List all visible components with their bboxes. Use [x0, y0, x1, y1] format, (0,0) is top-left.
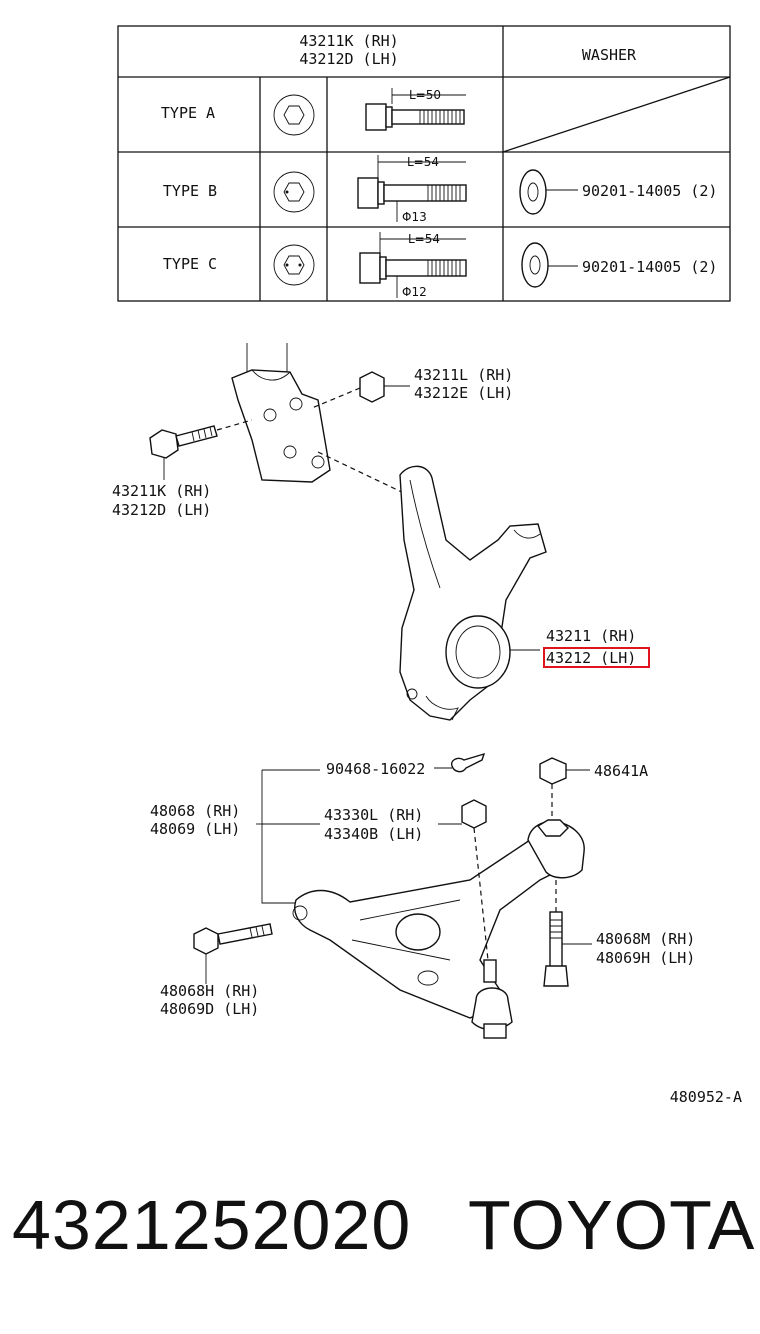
row-b-diameter: Φ13 [402, 210, 427, 224]
row-a-hex-head-icon [273, 94, 315, 136]
callout-knuckle-lh[interactable]: 43212 (LH) [546, 649, 636, 667]
callout-knuckle-rh: 43211 (RH) [546, 627, 636, 645]
row-a-length: L=50 [409, 88, 441, 102]
callout-front-bolt-rh: 48068H (RH) [160, 982, 259, 1000]
callout-nut-lh: 43212E (LH) [414, 384, 513, 402]
steering-knuckle-drawing [317, 451, 547, 721]
row-c-diameter: Φ12 [402, 285, 427, 299]
ball-joint-nut-drawing [438, 799, 489, 961]
callout-balljoint-rh: 43330L (RH) [324, 806, 423, 824]
callout-nut-rh: 43211L (RH) [414, 366, 513, 384]
nut-drawing [311, 371, 410, 409]
row-c-hex-head-icon [273, 244, 315, 286]
row-c-washer-part: 90201-14005 (2) [582, 258, 717, 276]
table-header-bolt-rh: 43211K (RH) [299, 32, 398, 50]
part-number: 4321252020 [12, 1186, 412, 1264]
brand-name: TOYOTA [468, 1186, 756, 1264]
ball-joint-drawing [471, 959, 513, 1039]
row-c-length: L=54 [408, 232, 440, 246]
callout-cotter-pin: 90468-16022 [326, 760, 425, 778]
rear-bolt-drawing [543, 880, 592, 987]
callout-arm-rh: 48068 (RH) [150, 802, 240, 820]
lower-arm-drawing [256, 769, 585, 1019]
row-b-hex-head-icon [273, 171, 315, 213]
bolt-type-table: 43211K (RH) 43212D (LH) WASHER TYPE A L=… [117, 25, 731, 302]
figure-code: 480952-A [670, 1088, 742, 1106]
row-a-type-label: TYPE A [161, 104, 215, 122]
washer-none-slash [502, 76, 731, 153]
bolt-drawing [149, 419, 253, 480]
callout-balljoint-lh: 43340B (LH) [324, 825, 423, 843]
table-header-washer: WASHER [582, 46, 637, 64]
highlight-box [543, 647, 650, 668]
strut-bracket-drawing [231, 343, 331, 483]
row-b-washer-icon [519, 169, 578, 215]
row-c-type-label: TYPE C [163, 255, 217, 273]
callout-top-nut: 48641A [594, 762, 648, 780]
callout-front-bolt-lh: 48069D (LH) [160, 1000, 259, 1018]
row-b-type-label: TYPE B [163, 182, 217, 200]
callout-bolt-lh: 43212D (LH) [112, 501, 211, 519]
callout-arm-lh: 48069 (LH) [150, 820, 240, 838]
row-b-bolt-icon [357, 155, 467, 222]
table-header-bolt-lh: 43212D (LH) [299, 50, 398, 68]
callout-bolt-rh: 43211K (RH) [112, 482, 211, 500]
row-b-washer-part: 90201-14005 (2) [582, 182, 717, 200]
row-c-washer-icon [521, 242, 578, 288]
row-b-length: L=54 [407, 155, 439, 169]
callout-rear-bolt-rh: 48068M (RH) [596, 930, 695, 948]
row-c-bolt-icon [359, 232, 467, 298]
row-a-bolt-icon [365, 88, 466, 131]
cotter-pin-drawing [434, 752, 486, 773]
top-nut-drawing [539, 757, 590, 820]
callout-rear-bolt-lh: 48069H (LH) [596, 949, 695, 967]
front-bolt-drawing [193, 923, 273, 984]
